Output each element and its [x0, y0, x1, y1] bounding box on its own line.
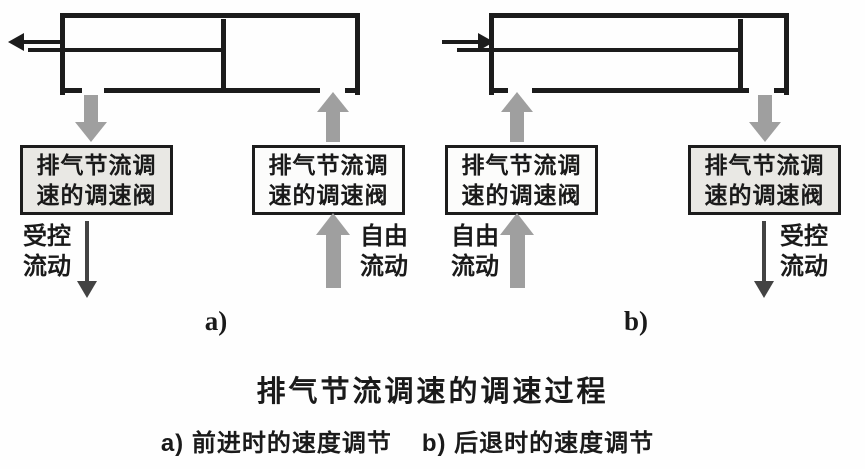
free-flow-label: 自由 流动 [448, 222, 502, 282]
cylinder-right-wall [355, 13, 360, 95]
cylinder-right-wall [784, 13, 789, 95]
valve-box-controlled: 排气节流调 速的调速阀 [20, 145, 173, 215]
piston-rod [28, 48, 223, 52]
exhaust-flow-down-arrow-icon [749, 95, 781, 143]
diagram-b: 排气节流调 速的调速阀 排气节流调 速的调速阀 自由 流动 受控 流动 b) [432, 0, 865, 345]
arrowhead [77, 281, 97, 298]
free-flow-label: 自由 流动 [357, 222, 411, 282]
diagram-a-label: a) [204, 306, 228, 336]
valve-box-free: 排气节流调 速的调速阀 [445, 145, 598, 215]
valve-box-controlled: 排气节流调 速的调速阀 [688, 145, 841, 215]
cylinder-top-wall [489, 13, 789, 18]
arrowhead [754, 281, 774, 298]
piston [738, 19, 743, 88]
free-flow-up-arrow-icon [500, 213, 534, 288]
controlled-flow-label-line1: 受控 [23, 223, 71, 250]
valve-box-label-line2: 速的调速阀 [704, 182, 825, 208]
piston-rod [457, 48, 740, 52]
arrowhead [500, 213, 534, 235]
controlled-flow-label: 受控 流动 [20, 222, 74, 282]
arrowhead [8, 33, 24, 51]
valve-box-label-line1: 排气节流调 [36, 152, 157, 178]
supply-flow-up-arrow-icon [317, 92, 349, 142]
arrow-shaft [510, 234, 525, 288]
valve-box-label-line1: 排气节流调 [461, 152, 582, 178]
exhaust-flow-down-arrow-icon [75, 95, 107, 143]
arrowhead [75, 122, 107, 142]
valve-box-label-line1: 排气节流调 [268, 152, 389, 178]
free-flow-label-line1: 自由 [360, 223, 408, 250]
valve-box-label-line2: 速的调速阀 [36, 182, 157, 208]
figure-caption-title: 排气节流调速的调速过程 [256, 376, 609, 408]
cylinder-left-wall [489, 13, 494, 95]
arrowhead [478, 33, 494, 51]
controlled-flow-down-arrow-icon [754, 221, 774, 298]
cylinder-bottom-wall-segment [104, 88, 320, 93]
cylinder-bottom-wall-segment [532, 88, 749, 93]
caption-sub-a: a) 前进时的速度调节 [160, 430, 392, 457]
controlled-flow-label-line2: 流动 [23, 253, 71, 280]
arrowhead [749, 122, 781, 142]
piston [221, 19, 226, 88]
cylinder-bottom-wall-segment [60, 88, 82, 93]
arrowhead [317, 92, 349, 112]
cylinder-left-wall [60, 13, 65, 95]
arrow-shaft [84, 95, 98, 123]
arrow-shaft [326, 111, 340, 142]
caption-sub-b: b) 后退时的速度调节 [421, 430, 655, 457]
free-flow-label-line2: 流动 [451, 253, 499, 280]
rod-motion-left-arrow-icon [8, 33, 60, 51]
controlled-flow-label-line2: 流动 [780, 253, 828, 280]
arrow-shaft [442, 40, 480, 44]
free-flow-label-line1: 自由 [451, 223, 499, 250]
arrow-shaft [326, 234, 341, 288]
arrowhead [316, 213, 350, 235]
arrowhead [501, 92, 533, 112]
cylinder-bottom-wall-segment [345, 88, 360, 93]
valve-box-label-line2: 速的调速阀 [461, 182, 582, 208]
diagram-b-label: b) [623, 306, 648, 336]
cylinder-bottom-wall-segment [489, 88, 508, 93]
valve-box-free: 排气节流调 速的调速阀 [252, 145, 405, 215]
valve-box-label-line1: 排气节流调 [704, 152, 825, 178]
controlled-flow-label: 受控 流动 [777, 222, 831, 282]
arrow-shaft [510, 111, 524, 142]
diagram-a: 排气节流调 速的调速阀 排气节流调 速的调速阀 受控 流动 自由 流动 a) [0, 0, 432, 345]
controlled-flow-label-line1: 受控 [780, 223, 828, 250]
supply-flow-up-arrow-icon [501, 92, 533, 142]
controlled-flow-down-arrow-icon [77, 221, 97, 298]
rod-motion-right-arrow-icon [442, 33, 494, 51]
free-flow-label-line2: 流动 [360, 253, 408, 280]
arrow-shaft [762, 221, 766, 283]
valve-box-label-line2: 速的调速阀 [268, 182, 389, 208]
arrow-shaft [22, 40, 60, 44]
cylinder-top-wall [60, 13, 360, 18]
free-flow-up-arrow-icon [316, 213, 350, 288]
cylinder-bottom-wall-segment [774, 88, 789, 93]
arrow-shaft [85, 221, 89, 283]
arrow-shaft [758, 95, 772, 123]
figure-caption-subtitle: a) 前进时的速度调节 b) 后退时的速度调节 [0, 423, 815, 458]
